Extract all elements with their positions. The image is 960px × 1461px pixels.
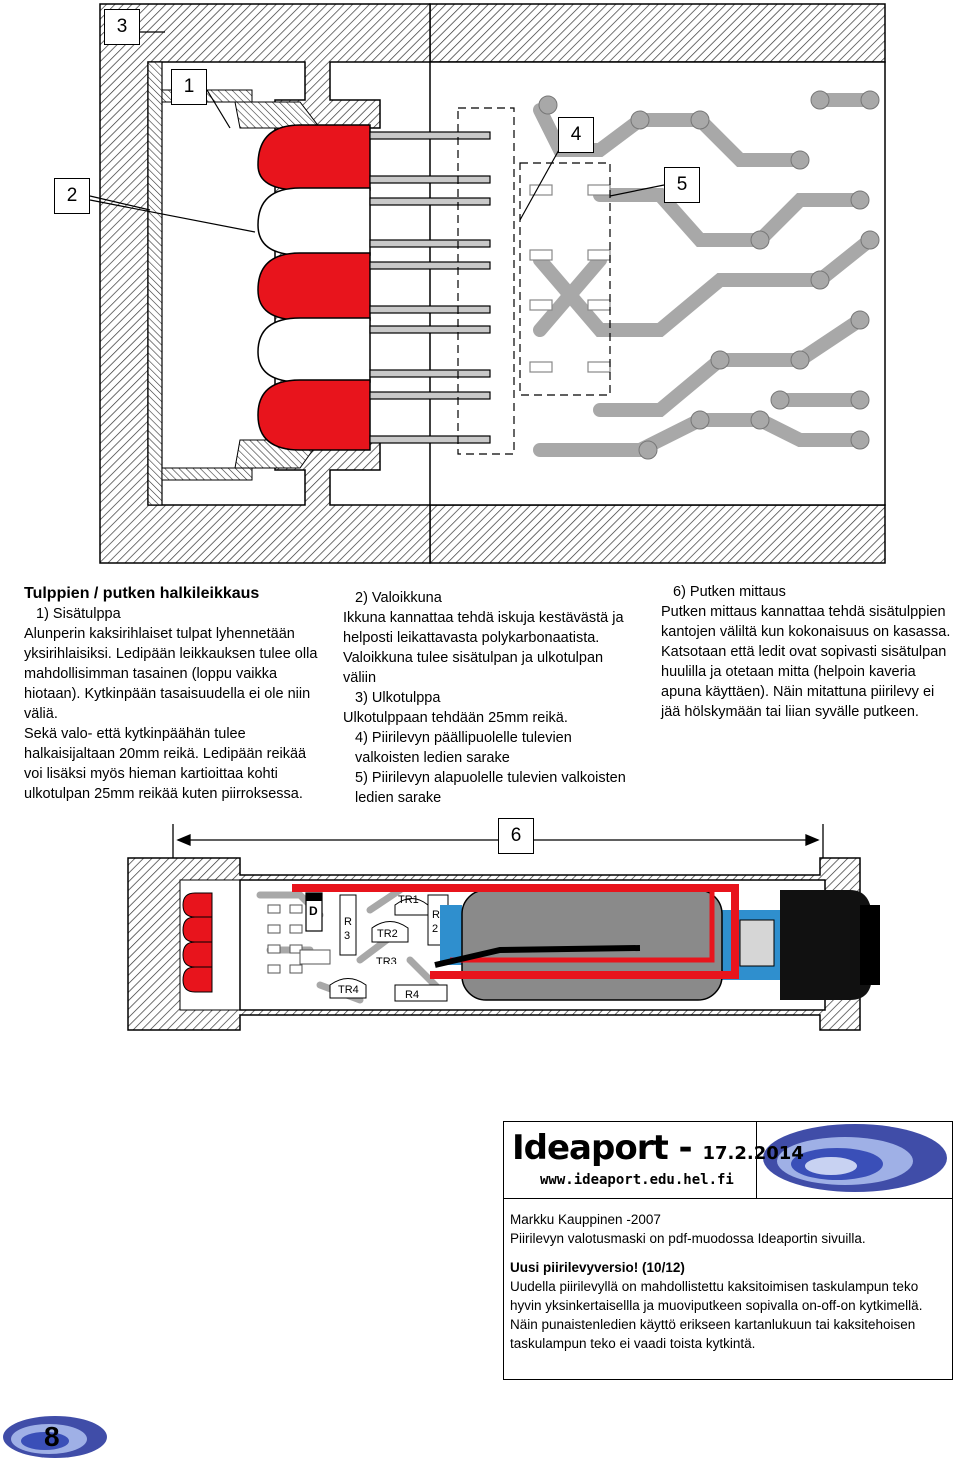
callout-5: 5 [664,167,700,203]
label-d: D [309,904,318,918]
label-tr2: TR2 [377,928,398,940]
tube-wall-bottom [429,504,886,564]
led-column [257,124,371,451]
item-1-text: Alunperin kaksirihlaiset tulpat lyhennet… [24,626,318,722]
callout-3: 3 [104,9,140,45]
item-1-text-2: Sekä valo- että kytkinpäähän tulee halka… [24,726,307,802]
author: Markku Kauppinen -2007 [510,1212,661,1227]
text-column-middle: 2) Valoikkuna Ikkuna kannattaa tehdä isk… [343,588,638,808]
ideaport-url[interactable]: www.ideaport.edu.hel.fi [540,1172,734,1188]
tube-wall-top [429,3,886,63]
page-number: 8 [44,1421,60,1452]
label-r4: R4 [405,989,420,1001]
page-logo [3,1416,107,1458]
label-tr1: TR1 [398,894,419,906]
brand-name: Ideaport - [512,1128,703,1168]
item-2-text: Ikkuna kannattaa tehdä iskuja kestävästä… [343,610,624,686]
text-column-left: Tulppien / putken halkileikkaus 1) Sisät… [24,584,319,804]
info-box: Ideaport - 17.2.2014 www.ideaport.edu.he… [503,1121,953,1380]
callout-6: 6 [498,818,534,854]
logo-cell [756,1122,953,1198]
new-version-title: Uusi piirilevyversio! (10/12) [510,1260,685,1275]
label-tr3: TR3 [376,956,397,964]
label-tr4: TR4 [338,984,359,996]
item-4-text: 4) Piirilevyn päällipuolelle tulevien va… [355,730,572,766]
mask-note: Piirilevyn valotusmaski on pdf-muodossa … [510,1231,866,1246]
item-3-text: Ulkotulppaan tehdään 25mm reikä. [343,710,568,726]
new-version-text: Uudella piirilevyllä on mahdollistettu k… [510,1279,923,1351]
label-r3: R 3 [344,916,352,942]
item-1-heading: 1) Sisätulppa [36,606,121,622]
callout-2: 2 [54,178,90,214]
section-title: Tulppien / putken halkileikkaus [24,585,260,602]
item-6-heading: 6) Putken mittaus [673,584,786,600]
label-r2: R 2 [432,909,440,935]
inner-plug [147,61,163,506]
item-2-heading: 2) Valoikkuna [355,590,442,606]
ideaport-wordmark: Ideaport - 17.2.2014 [512,1128,804,1168]
item-3-heading: 3) Ulkotulppa [355,690,441,706]
assembled-view [127,857,880,1031]
item-6-text: Putken mittaus kannattaa tehdä sisätulpp… [661,604,951,720]
callout-4: 4 [558,117,594,153]
item-5-text: 5) Piirilevyn alapuolelle tulevien valko… [355,770,626,806]
switch [780,890,872,1000]
battery [461,889,723,1001]
ideaport-logo [763,1124,947,1192]
callout-1: 1 [171,69,207,105]
text-column-right: 6) Putken mittaus Putken mittaus kannatt… [661,582,953,722]
brand-date: 17.2.2014 [702,1143,804,1164]
